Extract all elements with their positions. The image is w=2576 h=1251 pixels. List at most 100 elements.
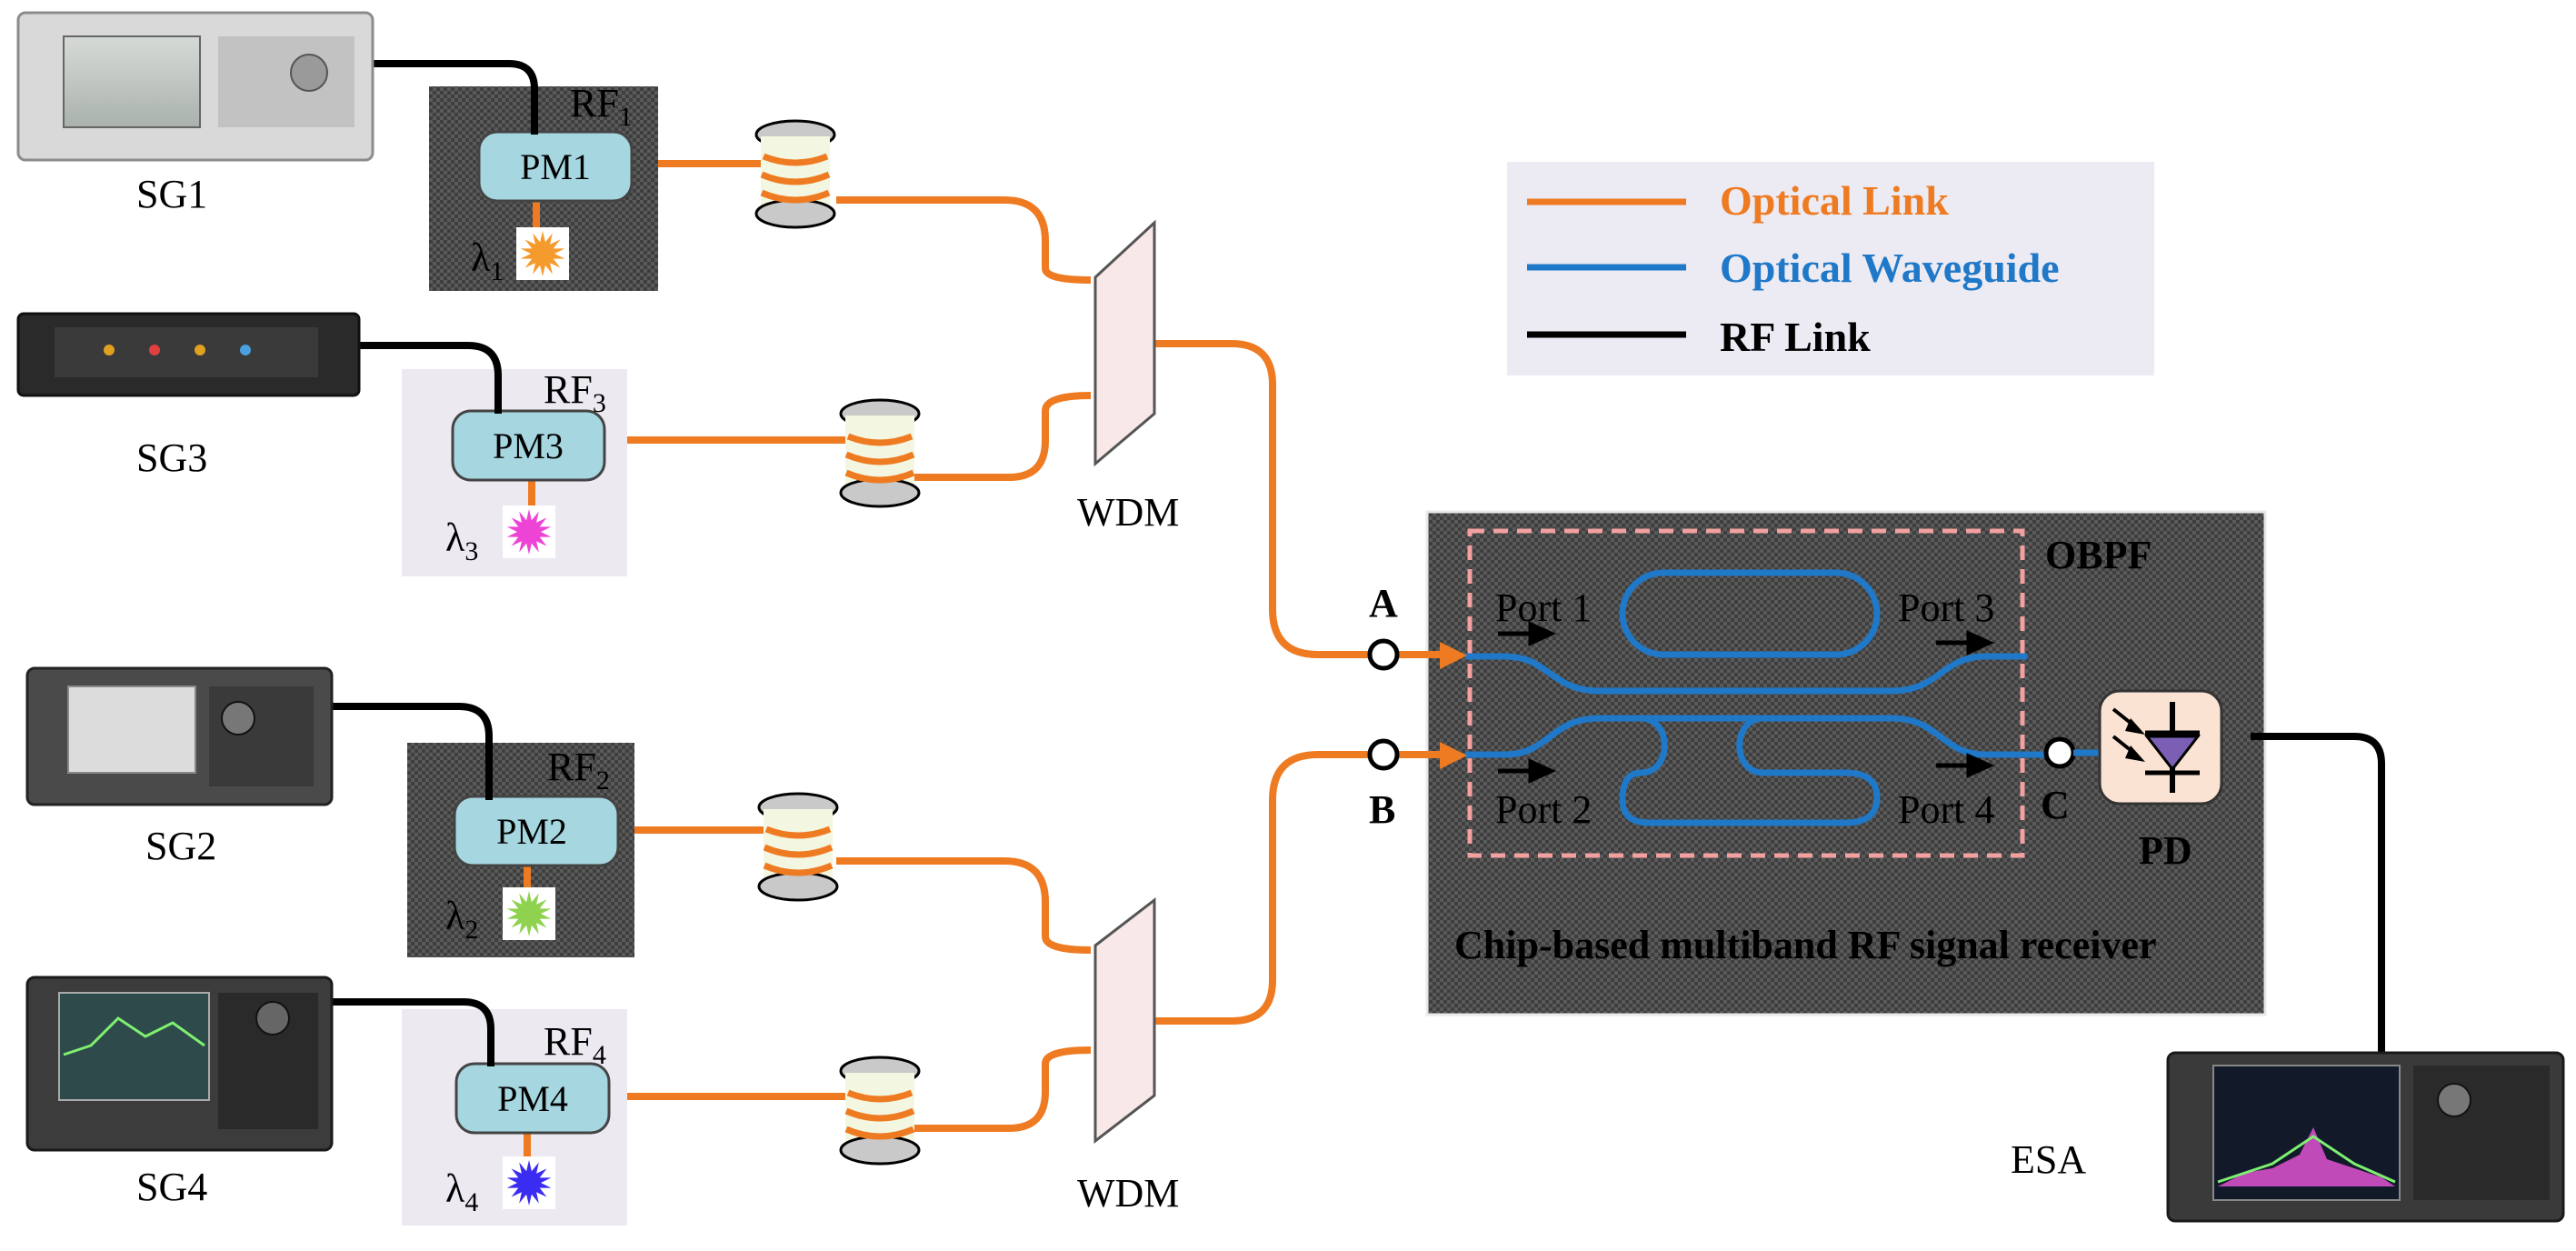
waveguides bbox=[1465, 569, 2056, 826]
link-spool2-to-wdm2 bbox=[836, 857, 1092, 954]
port1-arrow-head bbox=[1528, 621, 1557, 646]
pm2-box bbox=[453, 795, 620, 867]
sg3-panel bbox=[55, 327, 318, 377]
pm2-label: PM2 bbox=[496, 811, 567, 852]
pm4-box bbox=[454, 1062, 611, 1135]
pm3-label: PM3 bbox=[493, 425, 564, 466]
sg4-knob bbox=[255, 1001, 290, 1036]
node-b bbox=[1367, 738, 1400, 771]
link-spool4-to-wdm2 bbox=[914, 1046, 1092, 1132]
port1-label: Port 1 bbox=[1495, 585, 1592, 630]
fiber-spool-1 bbox=[754, 119, 836, 229]
esa-spectrum bbox=[2218, 1127, 2395, 1186]
fiber-spool-2 bbox=[757, 792, 839, 902]
rf-link-sg3-pm3 bbox=[359, 342, 502, 414]
pm1-rf-label: RF1 bbox=[570, 81, 633, 132]
sg3-port-3 bbox=[195, 345, 205, 355]
pd-diode-triangle bbox=[2143, 735, 2202, 772]
modulator-block-4: PM4 RF4 λ4 bbox=[402, 1009, 627, 1226]
modulator-block-2: PM2 RF2 λ2 bbox=[407, 743, 634, 957]
spool-2-windings bbox=[763, 826, 834, 876]
pm4-rf-label: RF4 bbox=[544, 1019, 606, 1070]
obpf-dashed-region bbox=[1467, 528, 2025, 858]
wdm-top-label: WDM bbox=[1077, 490, 1179, 535]
rf-link-sg4-pm4 bbox=[332, 998, 494, 1066]
port2-label: Port 2 bbox=[1495, 787, 1592, 832]
sg3-port-4 bbox=[240, 345, 251, 355]
spool-2-bottom bbox=[757, 871, 839, 902]
fiber-spool-3 bbox=[839, 398, 921, 508]
pm3-lambda-label: λ3 bbox=[445, 515, 478, 566]
esa-knob bbox=[2437, 1083, 2471, 1117]
waveguide-bottom bbox=[1465, 715, 2056, 758]
sg3-port-2 bbox=[149, 345, 160, 355]
spool-4-windings bbox=[844, 1089, 915, 1140]
sg1-label: SG1 bbox=[136, 172, 207, 216]
laser-3-star bbox=[506, 509, 552, 555]
pm3-box bbox=[451, 409, 606, 482]
link-spool1-to-wdm1 bbox=[836, 196, 1092, 284]
esa-label: ESA bbox=[2011, 1137, 2086, 1182]
pm4-label: PM4 bbox=[497, 1078, 568, 1119]
rf-link-sg1-pm1 bbox=[364, 60, 538, 135]
port2-arrow-head bbox=[1528, 758, 1557, 784]
waveguide-top bbox=[1465, 653, 2027, 695]
node-a-label: A bbox=[1369, 581, 1398, 626]
chip-receiver: OBPF Chip-based multiband RF signal rece… bbox=[1425, 510, 2267, 1016]
sg4-screen bbox=[58, 992, 210, 1101]
arrow-into-chip-a bbox=[1440, 642, 1467, 669]
optical-links bbox=[604, 160, 1445, 1132]
spool-1-bottom bbox=[754, 198, 836, 229]
photodiode bbox=[2098, 689, 2223, 806]
spool-4-bottom bbox=[839, 1135, 921, 1166]
ring-lower-right bbox=[1682, 715, 1881, 826]
modulator-block-3: PM3 RF3 λ3 bbox=[402, 367, 627, 576]
chip-caption: Chip-based multiband RF signal receiver bbox=[1454, 923, 2157, 967]
rf-links bbox=[332, 60, 2385, 1066]
pm3-rf-label: RF3 bbox=[544, 367, 606, 418]
sg1-knob bbox=[290, 54, 328, 92]
laser-2-star bbox=[506, 891, 552, 936]
rf-link-sg2-pm2 bbox=[332, 703, 493, 800]
port-arrows bbox=[1498, 621, 1995, 784]
modulator-block-1: PM1 RF1 λ1 bbox=[429, 81, 658, 291]
sg1-screen bbox=[63, 35, 201, 128]
sg2-knob bbox=[221, 701, 255, 736]
pm2-lambda-label: λ2 bbox=[445, 894, 478, 945]
wdm-top: WDM bbox=[1077, 219, 1179, 535]
sg4-label: SG4 bbox=[136, 1165, 207, 1209]
pm4-lambda-label: λ4 bbox=[445, 1166, 478, 1217]
sg3-port-1 bbox=[104, 345, 115, 355]
ring-upper bbox=[1619, 569, 1881, 658]
pm2-rf-label: RF2 bbox=[547, 745, 610, 796]
fiber-spool-4 bbox=[839, 1056, 921, 1166]
spectrum-analyzer-esa-icon bbox=[2166, 1051, 2565, 1223]
pd-light-arrowhead-1 bbox=[2125, 718, 2145, 735]
signal-generator-sg4-icon bbox=[25, 976, 334, 1152]
pd-label: PD bbox=[2139, 828, 2192, 873]
port4-label: Port 4 bbox=[1898, 787, 1994, 832]
legend-optical-label: Optical Link bbox=[1720, 177, 1949, 224]
link-wdm2-to-node-b bbox=[1154, 751, 1371, 1025]
rf-link-pd-esa bbox=[2251, 733, 2385, 1055]
esa-spectrum-overlay bbox=[2217, 1135, 2396, 1184]
spool-1-windings bbox=[760, 153, 831, 204]
wdm-bottom: WDM bbox=[1077, 896, 1179, 1216]
wdm-bottom-shape bbox=[1093, 896, 1156, 1145]
pd-light-arrowhead-2 bbox=[2125, 746, 2145, 762]
esa-keypad bbox=[2413, 1066, 2550, 1200]
port3-arrow-head bbox=[1966, 630, 1995, 656]
legend-rf-label: RF Link bbox=[1720, 314, 1871, 360]
signal-generator-sg3-icon bbox=[16, 312, 361, 397]
port3-label: Port 3 bbox=[1898, 585, 1994, 630]
sg2-keypad bbox=[209, 686, 314, 786]
node-b-label: B bbox=[1369, 787, 1395, 832]
legend: Optical Link Optical Waveguide RF Link bbox=[1507, 162, 2154, 375]
sg4-trace bbox=[63, 1016, 205, 1056]
arrow-into-chip-b bbox=[1440, 742, 1467, 769]
wdm-top-shape bbox=[1093, 219, 1156, 467]
port4-arrow-head bbox=[1966, 753, 1995, 778]
link-wdm1-to-node-a bbox=[1154, 340, 1371, 658]
